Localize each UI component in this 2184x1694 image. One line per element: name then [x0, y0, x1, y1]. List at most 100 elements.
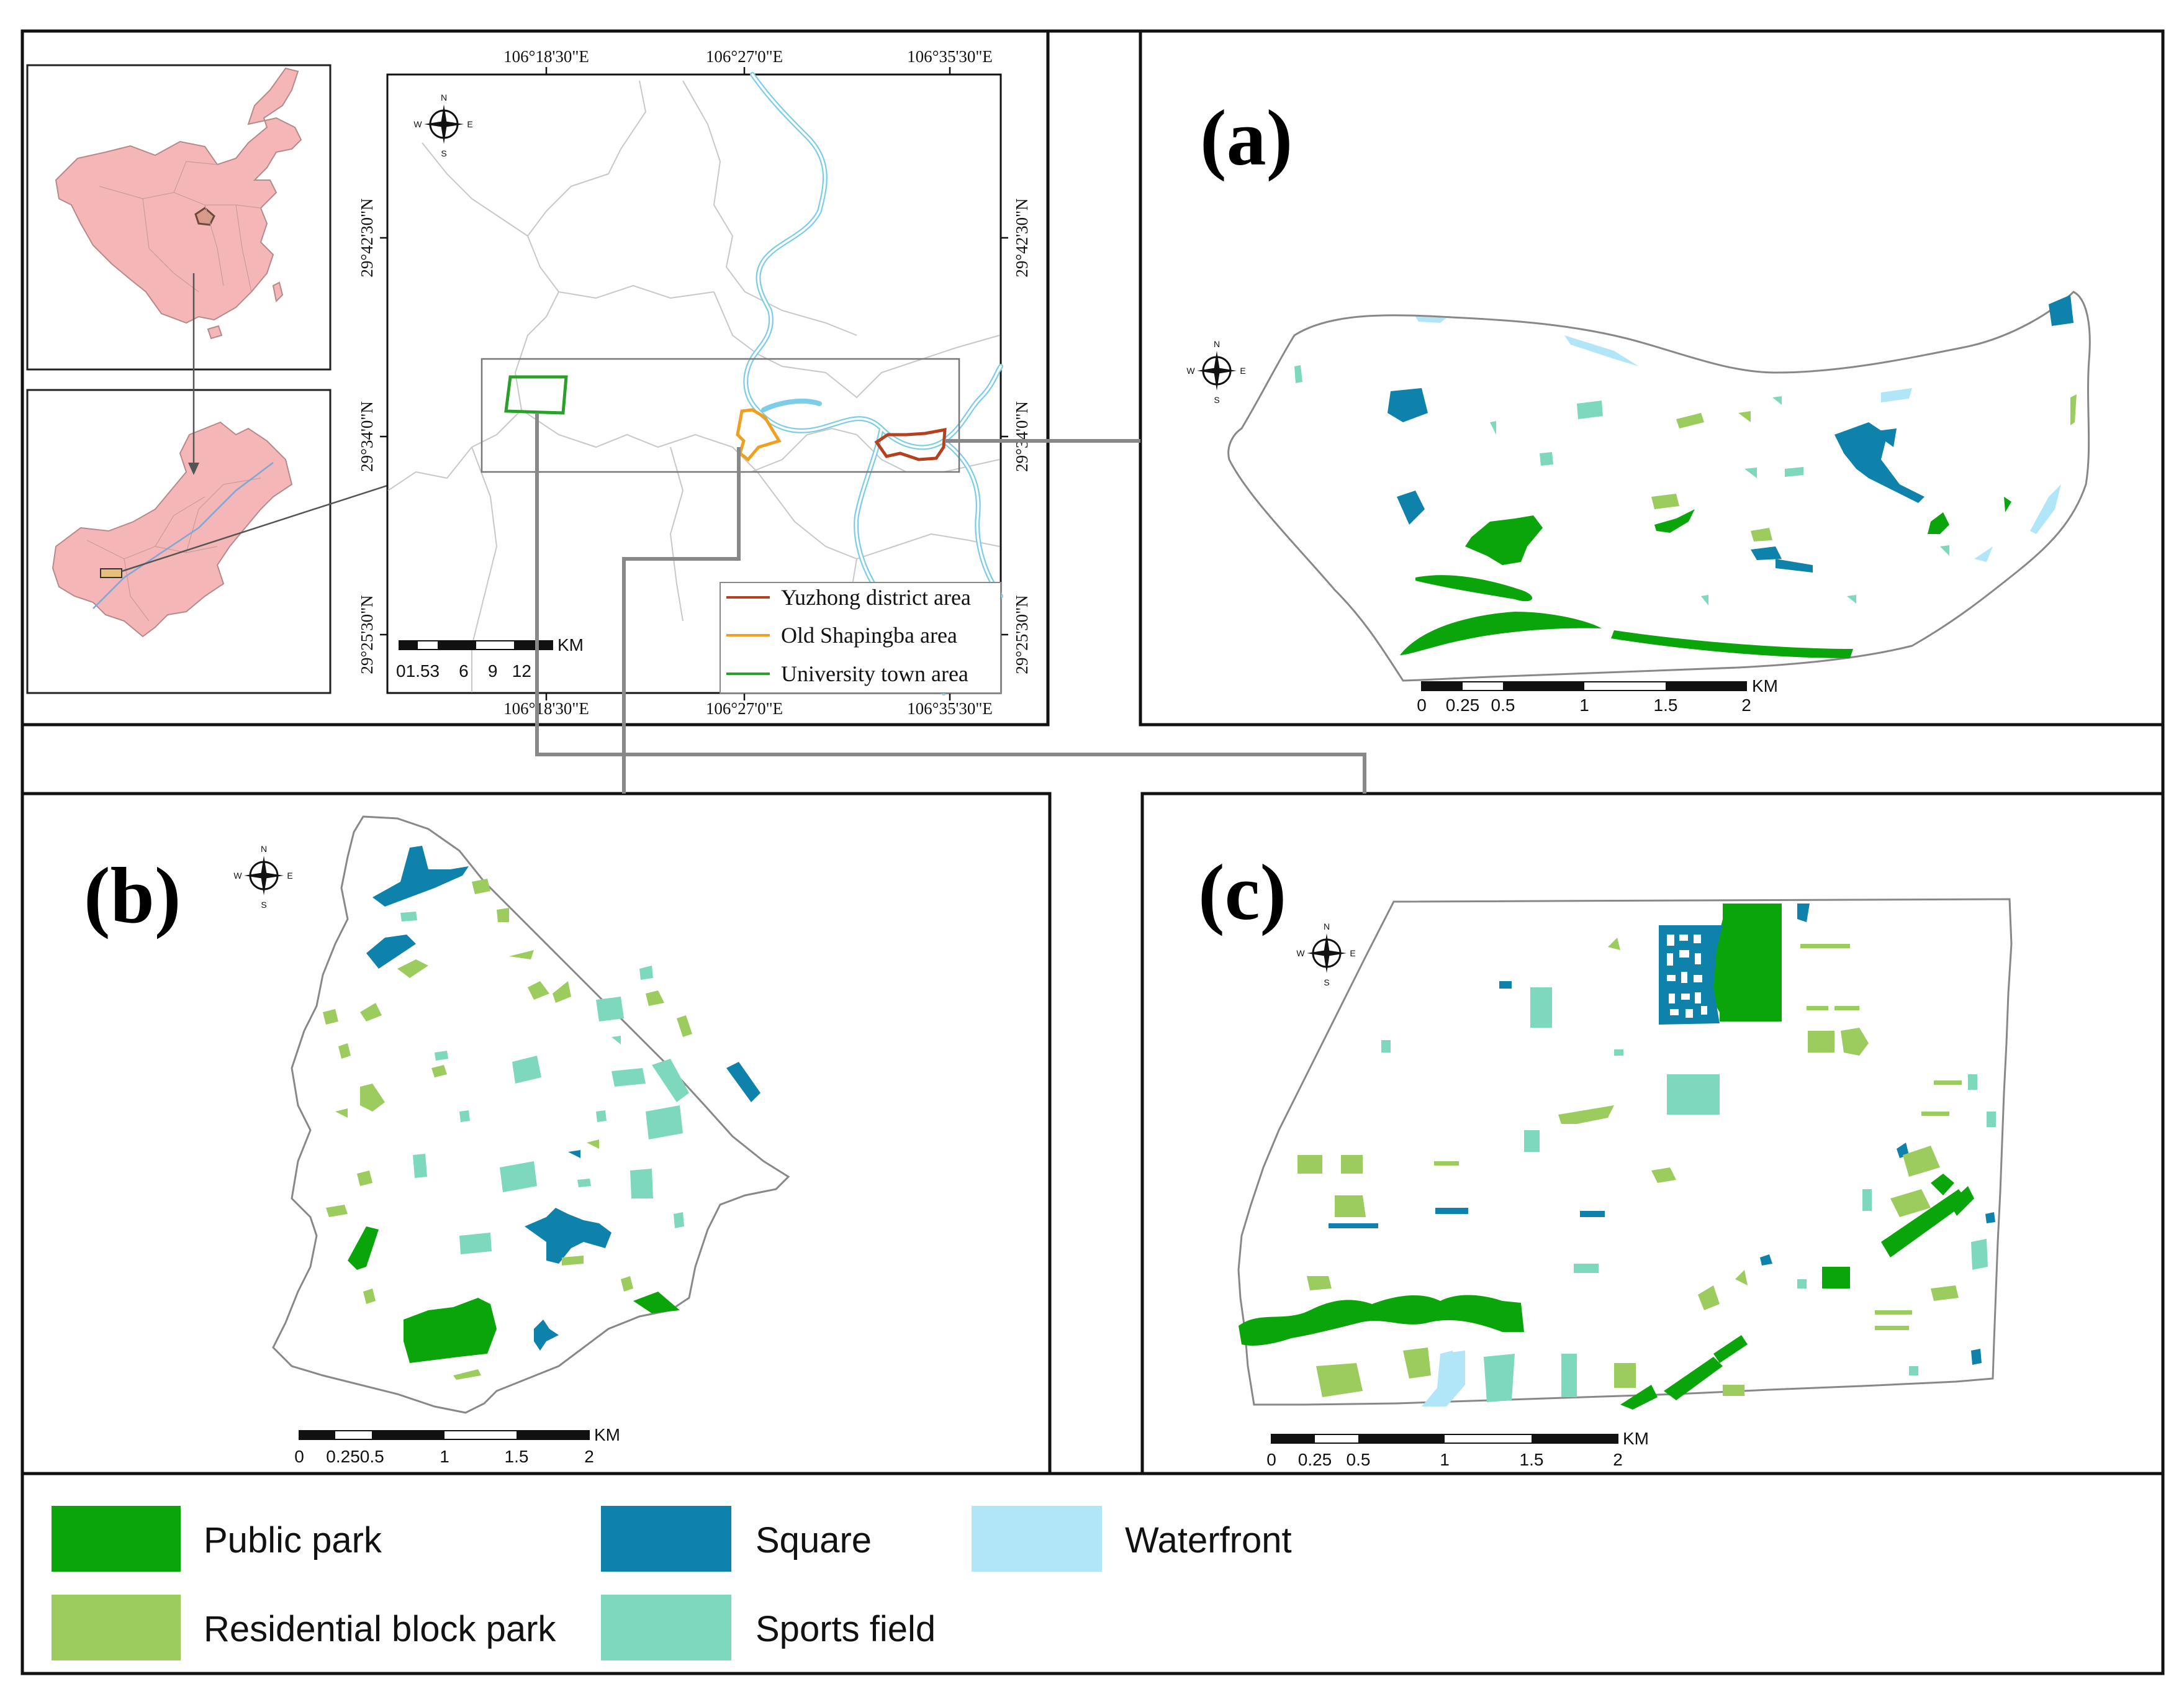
b-residential-park	[621, 1276, 633, 1292]
b-residential-park	[397, 959, 428, 978]
b-scale-tick: 2	[584, 1447, 594, 1466]
c-public-park	[1822, 1267, 1850, 1289]
legend-swatch-sports-field	[601, 1595, 731, 1660]
a-square	[1776, 559, 1813, 573]
a-sports-field	[1772, 396, 1782, 405]
c-public-park	[1713, 1335, 1748, 1363]
connector-lines	[535, 413, 1366, 794]
b-scale-tick: 0	[294, 1447, 304, 1466]
legend-label-public-park: Public park	[204, 1520, 382, 1560]
a-compass-w: W	[1186, 366, 1195, 376]
b-residential-park	[646, 990, 664, 1006]
coord-left-3: 29°25'30"N	[358, 595, 376, 674]
b-compass-n: N	[261, 844, 267, 854]
c-residential-park	[1723, 1385, 1744, 1396]
a-waterfront	[1415, 317, 1446, 323]
a-scale-tick: 2	[1741, 695, 1751, 715]
b-residential-park	[528, 981, 549, 1000]
c-scale-tick: 2	[1613, 1450, 1623, 1469]
c-residential-park	[1434, 1161, 1459, 1166]
a-square	[1751, 546, 1782, 560]
a-residential-park	[1651, 494, 1679, 509]
a-sports-field	[1540, 452, 1553, 466]
b-square	[534, 1320, 559, 1351]
c-sports-field	[1987, 1112, 1996, 1127]
legend-label-sports-field: Sports field	[756, 1609, 936, 1649]
c-residential-park	[1651, 1167, 1676, 1183]
panel-b: (b) N S W E	[84, 815, 790, 1466]
study-extent-box	[481, 358, 960, 473]
c-compass-e: E	[1350, 948, 1355, 958]
legend-label-waterfront: Waterfront	[1125, 1520, 1292, 1560]
c-square	[1760, 1254, 1772, 1266]
a-waterfront	[1974, 546, 1993, 562]
b-residential-park	[587, 1139, 599, 1149]
a-residential-park	[2070, 394, 2077, 425]
b-residential-park	[360, 1003, 382, 1021]
c-sports-field	[1797, 1279, 1807, 1289]
c-residential-park	[1807, 1006, 1828, 1010]
b-scale-unit: KM	[594, 1425, 620, 1444]
a-square	[1872, 428, 1897, 447]
c-sports-field	[1381, 1040, 1391, 1053]
c-residential-park	[1834, 1006, 1859, 1010]
b-residential-park	[562, 1256, 584, 1266]
panel-c: (c) N S W E	[1198, 848, 2013, 1469]
c-residential-park	[1558, 1105, 1614, 1124]
b-residential-park	[335, 1108, 348, 1118]
b-sports-field	[652, 1059, 689, 1102]
a-waterfront	[1564, 335, 1639, 366]
b-compass-e: E	[287, 871, 292, 881]
a-waterfront	[2030, 484, 2061, 534]
a-residential-park	[1751, 528, 1772, 541]
b-sports-field	[459, 1233, 492, 1254]
a-square	[1397, 491, 1425, 525]
c-compass-s: S	[1324, 977, 1329, 987]
a-square	[1834, 422, 1925, 503]
a-sports-field	[1490, 421, 1496, 435]
b-sports-field	[500, 1161, 537, 1192]
a-scale-tick: 1.5	[1654, 695, 1678, 715]
c-sports-field	[1484, 1354, 1515, 1402]
c-compass-n: N	[1324, 922, 1330, 931]
c-residential-park	[1903, 1146, 1940, 1177]
a-scale-tick: 1	[1579, 695, 1589, 715]
panel-a-features	[1294, 295, 2077, 658]
coord-bottom-3: 106°35'30"E	[907, 699, 993, 718]
legend-university: University town area	[781, 661, 968, 686]
b-public-park	[404, 1298, 497, 1363]
a-public-park	[1928, 512, 1949, 534]
a-scale-tick: 0.25	[1446, 695, 1480, 715]
c-public-park	[1620, 1385, 1658, 1410]
b-residential-park	[553, 981, 571, 1003]
a-scale-tick: 0	[1417, 695, 1427, 715]
connector-to-c	[535, 413, 1366, 794]
legend-swatch-square	[601, 1506, 731, 1572]
a-sports-field	[1294, 365, 1302, 383]
c-sports-field	[1667, 1074, 1720, 1115]
coord-top-2: 106°27'0"E	[706, 47, 783, 66]
b-sports-field	[674, 1212, 684, 1228]
panel-b-compass: N S W E	[233, 844, 292, 910]
a-compass-n: N	[1214, 339, 1220, 349]
a-residential-park	[1738, 411, 1751, 422]
b-scale-tick: 0.250.5	[326, 1447, 384, 1466]
coord-bottom-1: 106°18'30"E	[503, 699, 589, 718]
c-sports-field	[1968, 1074, 1977, 1090]
a-scale-tick: 0.5	[1491, 695, 1515, 715]
china-map-shape	[55, 67, 302, 324]
legend-label-square: Square	[756, 1520, 872, 1560]
b-sports-field	[596, 1110, 607, 1122]
chongqing-river	[93, 462, 274, 609]
coord-left-1: 29°42'30"N	[358, 198, 376, 277]
c-sports-field	[1530, 987, 1552, 1028]
compass-n: N	[441, 93, 447, 102]
taiwan-island	[272, 281, 284, 303]
b-sports-field	[400, 912, 417, 922]
b-compass-s: S	[261, 900, 266, 910]
coord-bottom-2: 106°27'0"E	[706, 699, 783, 718]
c-residential-park	[1403, 1348, 1431, 1379]
c-residential-park	[1875, 1310, 1912, 1315]
c-residential-park	[1341, 1155, 1363, 1174]
